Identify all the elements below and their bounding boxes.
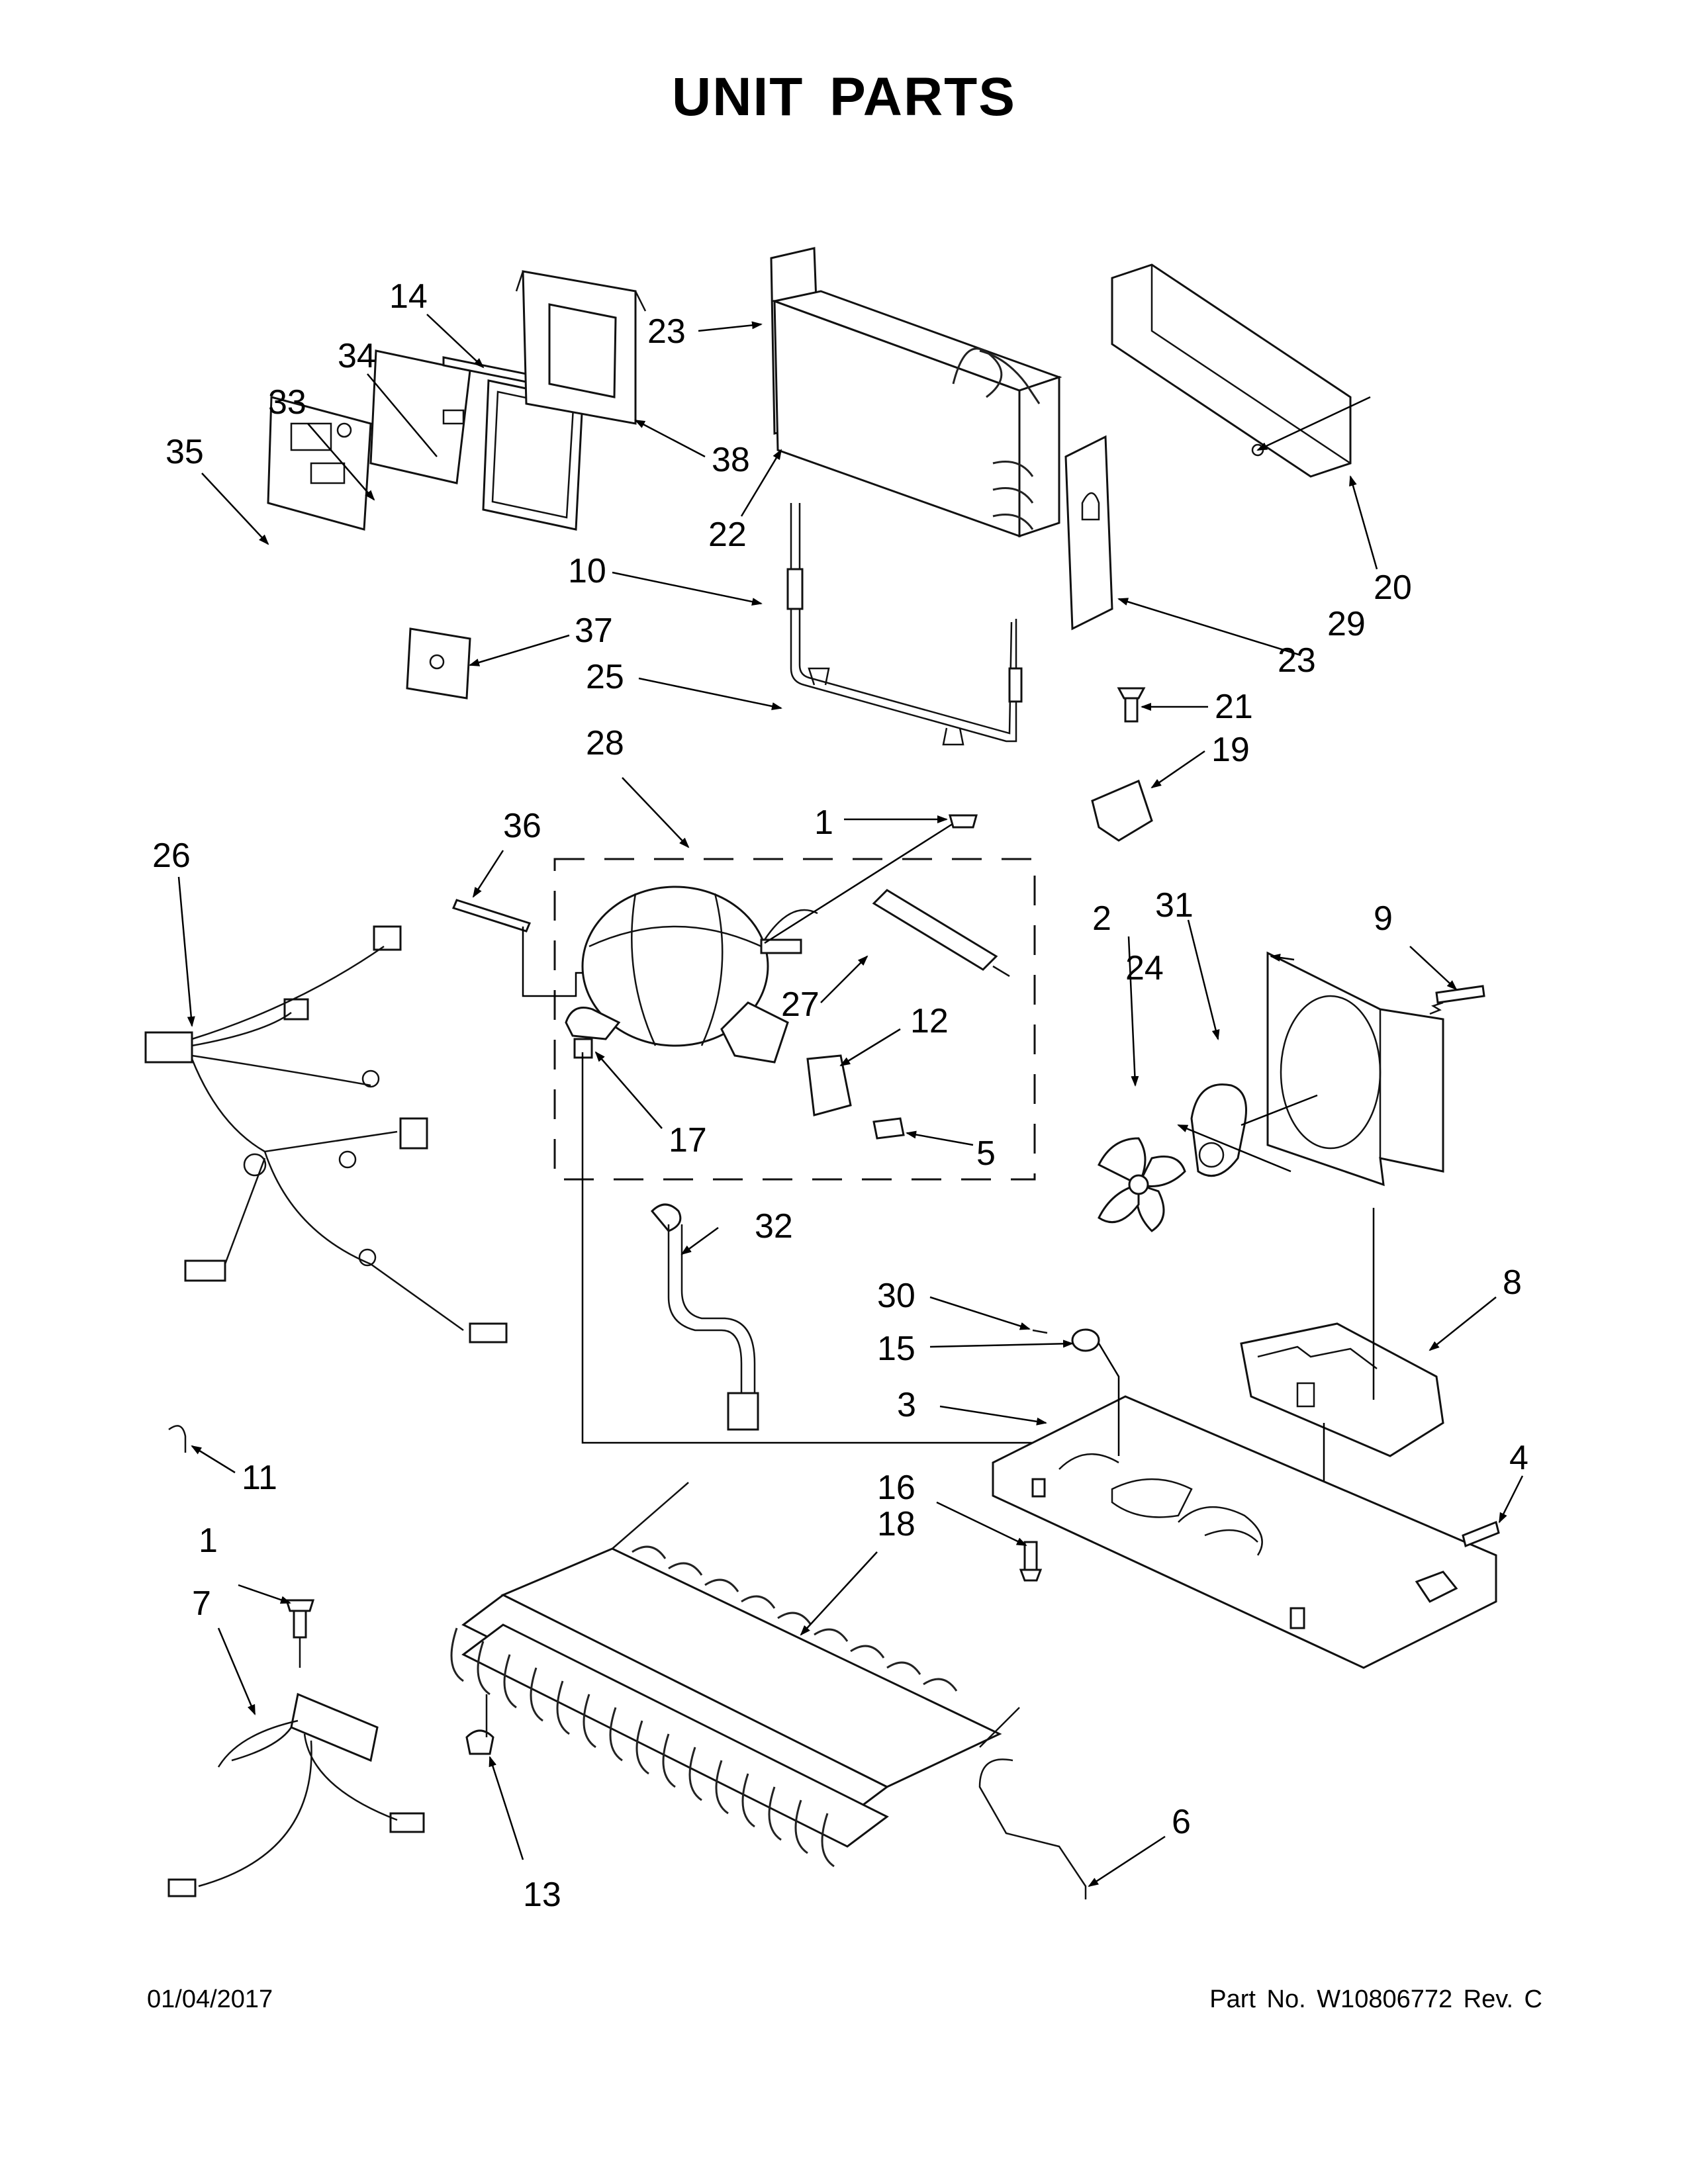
condenser-illustration: [450, 1482, 1020, 1868]
callout-23a: 23: [647, 312, 686, 351]
callout-28: 28: [586, 724, 624, 762]
footer-part-number: Part No. W10806772 Rev. C: [1209, 1985, 1542, 2013]
callout-34: 34: [338, 337, 376, 375]
grommet-illustration: [1032, 1328, 1120, 1456]
callout-19: 19: [1211, 731, 1250, 769]
screw-illustration: [949, 814, 978, 829]
callout-10: 10: [568, 552, 606, 590]
callout-31: 31: [1155, 886, 1194, 925]
callout-2: 2: [1092, 899, 1111, 938]
callout-16: 16: [877, 1469, 915, 1507]
duct-cover-illustration: [1111, 263, 1352, 478]
callout-9: 9: [1374, 899, 1393, 938]
callout-20: 20: [1374, 569, 1412, 607]
machine-compartment-bracket-illustration: [1240, 1208, 1444, 1588]
lower-harness-illustration: [167, 1692, 425, 1897]
board-cover-illustration: [369, 349, 471, 484]
callout-4: 4: [1509, 1439, 1528, 1477]
wire-harness-illustration: [144, 925, 508, 1343]
callout-1b: 1: [199, 1522, 218, 1560]
small-clip-illustration: [168, 1425, 187, 1453]
callout-22: 22: [708, 516, 747, 554]
fan-motor-illustration: [1190, 1083, 1318, 1177]
fan-blade-illustration: [1097, 1137, 1186, 1232]
callout-21: 21: [1215, 688, 1253, 726]
callout-30: 30: [877, 1277, 915, 1315]
filter-drier-illustration: [872, 889, 1010, 978]
callout-3: 3: [897, 1386, 916, 1424]
callout-24: 24: [1125, 949, 1164, 987]
fan-shroud-illustration: [1266, 951, 1444, 1187]
callout-36: 36: [503, 807, 541, 845]
callout-33: 33: [268, 383, 306, 422]
callout-38: 38: [712, 441, 750, 479]
callout-5: 5: [976, 1134, 996, 1173]
small-board-illustration: [406, 627, 471, 700]
defrost-heater-loop-illustration: [786, 503, 1023, 746]
footer-date: 01/04/2017: [147, 1985, 273, 2013]
base-pan-illustration: [992, 1395, 1497, 1669]
compressor-illustration: [565, 818, 961, 1064]
callout-23b: 23: [1278, 641, 1316, 680]
frame-illustration: [515, 270, 647, 425]
callout-14: 14: [389, 277, 428, 316]
callout-26: 26: [152, 837, 191, 875]
bracket-and-screw-illustration: [1091, 687, 1153, 842]
screw-lower-illustration: [285, 1599, 315, 1668]
callout-leaders: [177, 314, 1524, 1888]
relay-illustration: [573, 1038, 905, 1140]
callout-7: 7: [192, 1584, 211, 1623]
callout-32: 32: [755, 1207, 793, 1246]
callout-12: 12: [910, 1002, 949, 1040]
callout-35: 35: [165, 433, 204, 471]
bent-wire-illustration: [978, 1758, 1087, 1899]
shroud-screw-illustration: [1429, 985, 1485, 1015]
ground-wire-lead: [581, 1052, 1123, 1444]
drain-tube-illustration: [650, 1203, 759, 1431]
evaporator-side-bracket-illustration: [1064, 435, 1113, 631]
callout-8: 8: [1503, 1263, 1522, 1302]
callout-37: 37: [575, 612, 613, 650]
callout-17: 17: [669, 1121, 707, 1160]
page-title: UNIT PARTS: [672, 67, 1016, 127]
callout-18: 18: [877, 1505, 915, 1543]
callout-11: 11: [242, 1459, 277, 1497]
callout-6: 6: [1172, 1803, 1191, 1841]
callout-1a: 1: [814, 803, 833, 842]
callout-25: 25: [586, 658, 624, 696]
base-screw-illustration: [1019, 1520, 1500, 1582]
callout-13: 13: [523, 1876, 561, 1914]
clip-illustration: [465, 1694, 494, 1755]
callout-27: 27: [781, 985, 820, 1024]
callout-labels: 14 34 33 35 23 38 22 10 37 25 28 1 36 26…: [152, 277, 1528, 1914]
callout-15: 15: [877, 1330, 915, 1368]
ground-strap-illustration: [451, 899, 583, 997]
compressor-group-box: [553, 858, 1036, 1181]
control-board-illustration: [267, 396, 372, 531]
callout-29: 29: [1327, 605, 1366, 643]
evaporator-illustration: [770, 247, 1062, 538]
